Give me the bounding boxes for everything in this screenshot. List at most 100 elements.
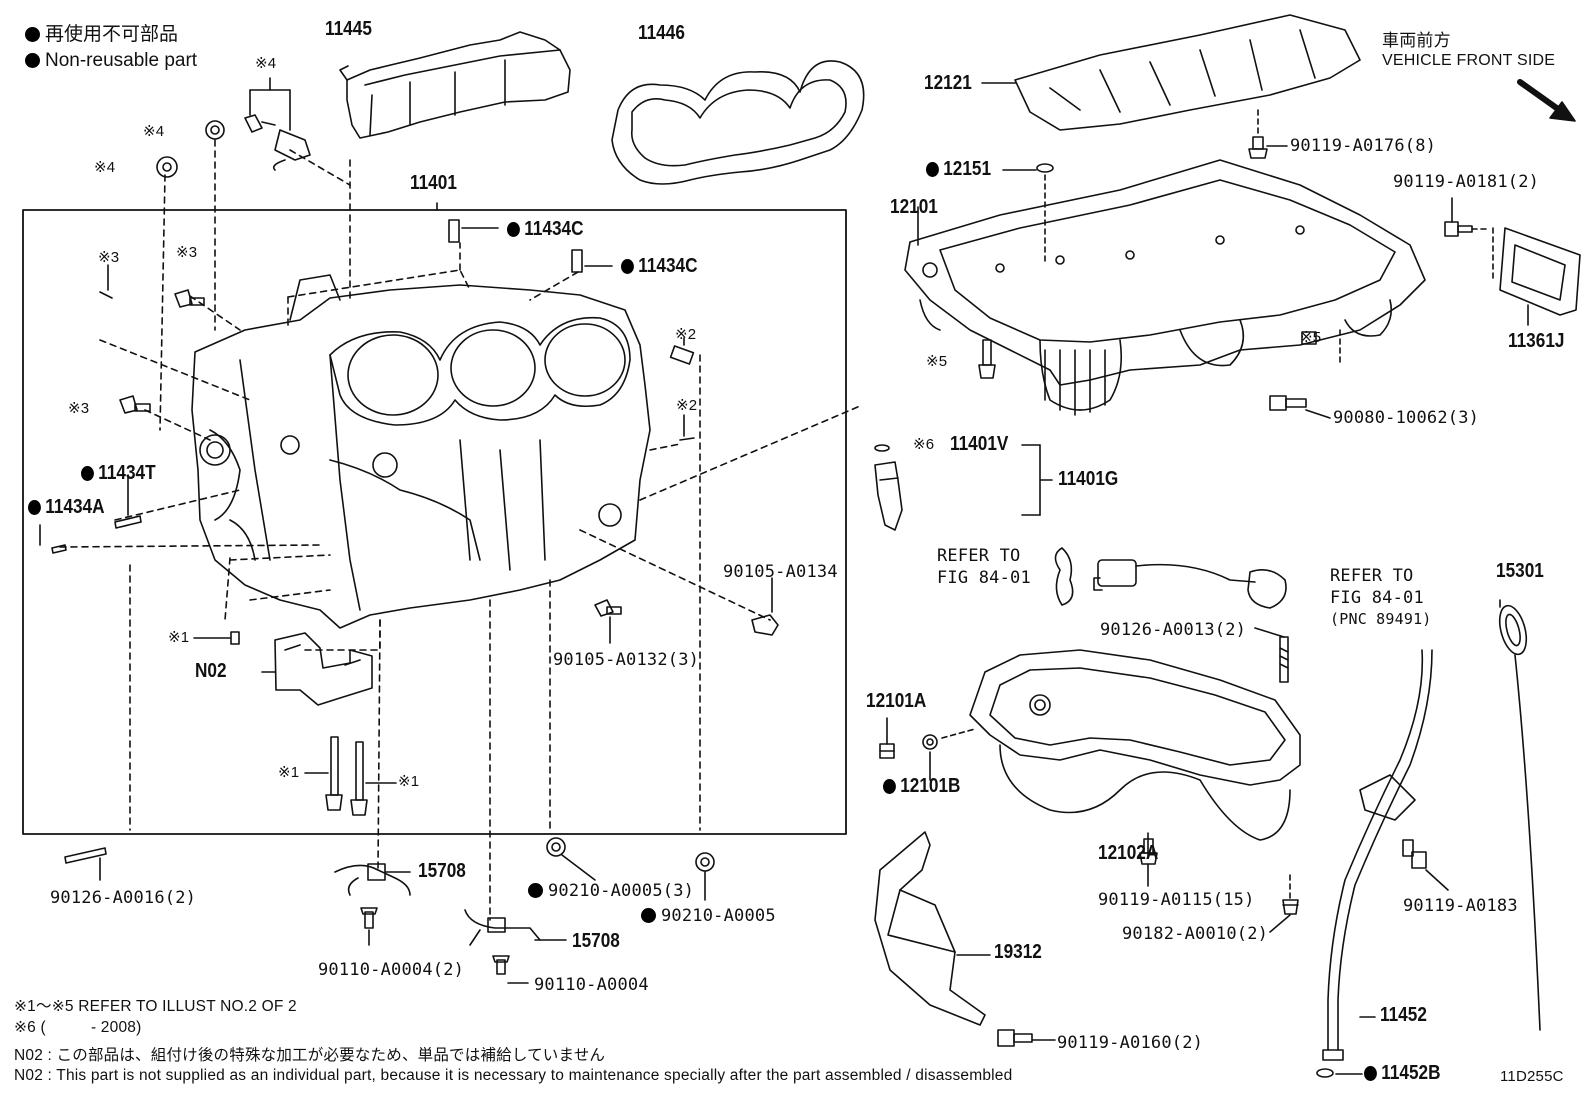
part-11452B: 11452B bbox=[1364, 1062, 1441, 1085]
dowel-m1 bbox=[230, 631, 240, 645]
part-11434C-a: 11434C bbox=[507, 218, 584, 241]
dowel-m3 bbox=[99, 291, 113, 299]
plug-m4-washer-a bbox=[205, 120, 225, 140]
part-12101B: 12101B bbox=[883, 775, 960, 798]
oil-jet-15708-b bbox=[464, 909, 541, 946]
bullet-icon bbox=[25, 53, 40, 68]
oil-pan-upper-12101 bbox=[904, 159, 1426, 416]
fastener-a0005-3: 90210-A0005(3) bbox=[528, 881, 694, 901]
part-11401: 11401 bbox=[410, 172, 457, 194]
fastener-10062: 90080-10062(3) bbox=[1333, 408, 1480, 428]
dowel-m2-a bbox=[669, 345, 695, 365]
mark-1-c: ※1 bbox=[398, 773, 420, 790]
mark-2-a: ※2 bbox=[675, 326, 697, 343]
o-ring-12151 bbox=[1036, 163, 1054, 173]
fastener-a0013: 90126-A0013(2) bbox=[1100, 620, 1247, 640]
mark-6: ※6 bbox=[913, 436, 935, 453]
cylinder-block-11401 bbox=[191, 274, 651, 629]
part-15301: 15301 bbox=[1496, 560, 1544, 582]
part-N02: N02 bbox=[195, 660, 227, 682]
refer-to-a-line1: REFER TO bbox=[937, 546, 1021, 566]
refer-to-b-line1: REFER TO bbox=[1330, 566, 1414, 586]
plug-a0005 bbox=[695, 852, 715, 872]
fastener-a0005: 90210-A0005 bbox=[641, 906, 776, 926]
legend: 再使用不可部品 Non-reusable part bbox=[25, 22, 197, 74]
oil-level-sensor bbox=[1054, 547, 1287, 609]
pin-11434C-a bbox=[448, 219, 460, 243]
note-3: N02 : この部品は、組付け後の特殊な加工が必要なため、単品では補給していませ… bbox=[14, 1047, 606, 1064]
plug-a0005-3 bbox=[546, 837, 566, 857]
mark-1-a: ※1 bbox=[168, 629, 190, 646]
fastener-a0010: 90182-A0010(2) bbox=[1122, 924, 1269, 944]
plug-m4-washer-b bbox=[156, 156, 178, 178]
cover-11361J bbox=[1499, 227, 1581, 316]
plug-12101A bbox=[879, 743, 895, 759]
plug-a0010 bbox=[1282, 899, 1299, 915]
baffle-19312 bbox=[874, 831, 986, 1026]
fastener-a0183: 90119-A0183 bbox=[1403, 896, 1518, 916]
pin-11434C-b bbox=[571, 249, 583, 273]
mark-5-b: ※5 bbox=[1300, 329, 1322, 346]
stud-a0016 bbox=[64, 847, 107, 864]
mark-5-a: ※5 bbox=[926, 353, 948, 370]
bolt-m5-right bbox=[1301, 331, 1317, 345]
stud-a0013 bbox=[1279, 636, 1289, 683]
note-2: ※6 ( - 2008) bbox=[14, 1019, 142, 1036]
bolt-a0160 bbox=[997, 1029, 1033, 1047]
note-1: ※1～※5 REFER TO ILLUST NO.2 OF 2 bbox=[14, 998, 297, 1015]
bolt-m1-a bbox=[325, 736, 343, 811]
fastener-a0115: 90119-A0115(15) bbox=[1098, 890, 1255, 910]
part-15708-b: 15708 bbox=[572, 930, 620, 952]
vehicle-front-jp: 車両前方 bbox=[1382, 31, 1451, 50]
part-11401V: 11401V bbox=[950, 433, 1009, 455]
fastener-a0016: 90126-A0016(2) bbox=[50, 888, 197, 908]
illustration-code: 11D255C bbox=[1500, 1068, 1564, 1085]
refer-to-b-line3: (PNC 89491) bbox=[1330, 610, 1432, 628]
oil-pressure-switch-11401V bbox=[874, 444, 903, 531]
pin-11434T bbox=[114, 515, 142, 529]
part-12101: 12101 bbox=[890, 196, 938, 218]
bolt-a0115 bbox=[1139, 838, 1158, 865]
part-11434A: 11434A bbox=[28, 496, 105, 519]
oil-pan-lower-12102A bbox=[969, 649, 1301, 841]
refer-to-b-line2: FIG 84-01 bbox=[1330, 588, 1424, 608]
part-11452: 11452 bbox=[1380, 1004, 1427, 1026]
part-15708-a: 15708 bbox=[418, 860, 466, 882]
plug-m4-bolt bbox=[244, 114, 276, 133]
bolt-a0176 bbox=[1248, 136, 1268, 159]
bolt-m3-top bbox=[174, 289, 205, 308]
bolt-15708-b bbox=[492, 955, 510, 975]
bolt-15708-a bbox=[360, 907, 378, 929]
bolt-m3-mid bbox=[119, 395, 151, 414]
part-12151: 12151 bbox=[926, 158, 991, 181]
bolt-a0132 bbox=[594, 599, 622, 617]
dipstick-15301 bbox=[1498, 604, 1541, 1031]
bolt-m1-b bbox=[350, 741, 368, 816]
fastener-a0181: 90119-A0181(2) bbox=[1393, 172, 1540, 192]
mark-3-b: ※3 bbox=[176, 244, 198, 261]
pin-11434A bbox=[51, 544, 67, 554]
part-12102A: 12102A bbox=[1098, 842, 1159, 864]
part-12121: 12121 bbox=[924, 72, 972, 94]
part-11361J: 11361J bbox=[1508, 330, 1565, 352]
mark-4-c: ※4 bbox=[94, 159, 116, 176]
part-12101A: 12101A bbox=[866, 690, 927, 712]
oil-jet-m4 bbox=[272, 129, 311, 171]
gasket-12101B bbox=[922, 734, 938, 750]
bolt-10062 bbox=[1269, 395, 1307, 411]
mark-2-b: ※2 bbox=[676, 397, 698, 414]
fastener-a0160: 90119-A0160(2) bbox=[1057, 1033, 1204, 1053]
fastener-a0004-2: 90110-A0004(2) bbox=[318, 960, 465, 980]
cylinder-block-frame bbox=[22, 209, 847, 835]
bearing-cap-N02 bbox=[274, 632, 373, 706]
part-11446: 11446 bbox=[638, 22, 685, 44]
oil-jet-15708-a bbox=[334, 863, 411, 896]
part-11401G: 11401G bbox=[1058, 468, 1119, 490]
dowel-m2-b bbox=[679, 437, 695, 441]
mark-4-a: ※4 bbox=[255, 55, 277, 72]
note-4: N02 : This part is not supplied as an in… bbox=[14, 1067, 1013, 1084]
fastener-a0132: 90105-A0132(3) bbox=[553, 650, 700, 670]
bolt-a0134 bbox=[751, 614, 779, 636]
refer-to-a-line2: FIG 84-01 bbox=[937, 568, 1031, 588]
